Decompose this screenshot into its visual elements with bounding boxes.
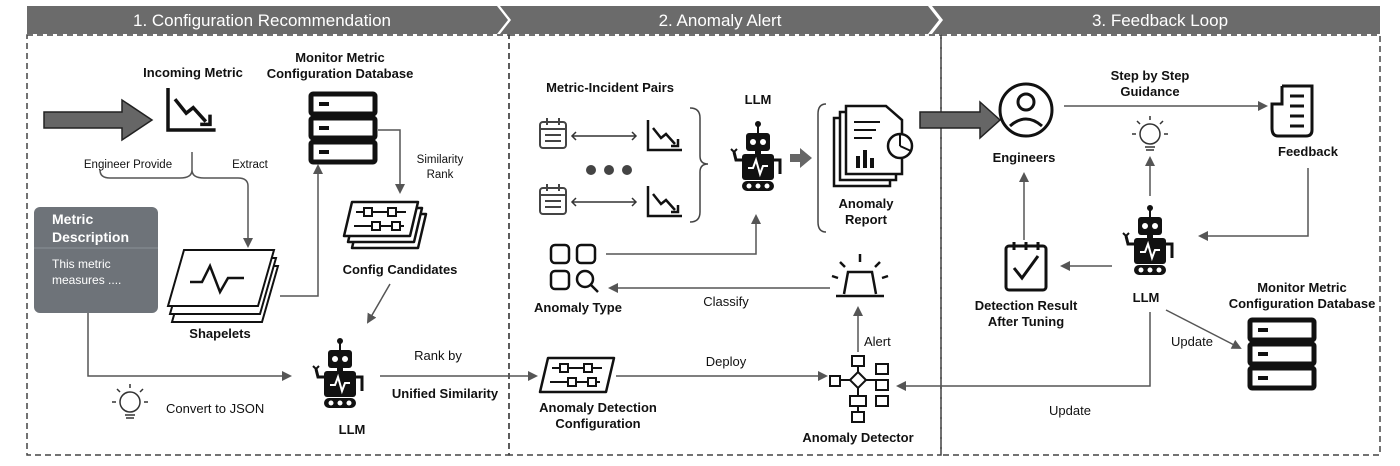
engineer-provide-label: Engineer Provide: [84, 159, 172, 171]
result-line2: After Tuning: [988, 314, 1064, 329]
update-label-1: Update: [1171, 334, 1213, 349]
similarity-rank-arrow: [378, 129, 405, 194]
stage1-content: Incoming Metric Monitor Metric Configura…: [34, 50, 538, 437]
result-line1: Detection Result: [975, 298, 1078, 313]
llm-robot-icon: [311, 336, 364, 410]
similarity-label: Similarity: [417, 154, 464, 166]
detection-result-icon: [1004, 242, 1048, 292]
input-arrow: [43, 98, 154, 142]
llm2-robot-icon: [729, 119, 782, 193]
pairs-label: Metric-Incident Pairs: [546, 80, 674, 95]
llm3-robot-icon: [1121, 203, 1174, 277]
guidance-line2: Guidance: [1120, 84, 1179, 99]
calendar-icon-top: [539, 117, 567, 149]
llm2-label: LLM: [745, 92, 772, 107]
feedback-to-llm-arrow: [1198, 168, 1309, 241]
deploy-label: Deploy: [706, 354, 747, 369]
db1-label-line1: Monitor Metric: [295, 50, 385, 65]
config-candidates-label: Config Candidates: [343, 262, 458, 277]
stage-headers: 1. Configuration Recommendation 2. Anoma…: [27, 6, 1380, 34]
db1-label-line2: Configuration Database: [267, 66, 414, 81]
llm-to-report-arrow: [790, 148, 812, 168]
convert-json-label: Convert to JSON: [166, 401, 264, 416]
pair-arrows: [570, 131, 638, 207]
llm3-label: LLM: [1133, 290, 1160, 305]
shapelets-to-db-arrow: [280, 164, 323, 297]
config-label-line2: Configuration: [555, 416, 640, 431]
anomaly-type-label: Anomaly Type: [534, 300, 622, 315]
report-label-line1: Anomaly: [839, 196, 895, 211]
report-bracket: [817, 103, 827, 233]
stage2-content: Metric-Incident Pairs LLM: [534, 80, 914, 445]
incoming-metric-icon: [166, 86, 218, 132]
trend-icon-top: [646, 118, 684, 152]
extract-label: Extract: [232, 159, 269, 171]
update-db-arrow: [1165, 309, 1242, 349]
report-to-engineer-arrow: [919, 100, 1002, 140]
rank-by-label: Rank by: [414, 348, 462, 363]
siren-icon: [831, 254, 889, 298]
split-brace: [99, 169, 249, 187]
detection-config-icon: [538, 356, 616, 394]
incoming-metric-label: Incoming Metric: [143, 65, 243, 80]
anomaly-type-icon: [549, 243, 599, 293]
shapelets-label: Shapelets: [189, 326, 250, 341]
guidance-line1: Step by Step: [1111, 68, 1190, 83]
engineer-icon: [998, 82, 1054, 138]
guidance-bulb-icon: [1131, 115, 1169, 151]
stage-frames: [26, 34, 1381, 456]
db2-label-line2: Configuration Database: [1229, 296, 1376, 311]
desc-title-line2: Description: [52, 229, 129, 245]
stage3-header: [932, 6, 1380, 34]
database2-icon: [1250, 320, 1314, 388]
update-detector-arrow: [896, 312, 1151, 391]
desc-body-line1: This metric: [52, 257, 111, 271]
ellipsis-dots: [586, 165, 632, 175]
stage2-title: 2. Anomaly Alert: [659, 11, 782, 30]
stage3-title: 3. Feedback Loop: [1092, 11, 1228, 30]
stage2-frame: [508, 34, 942, 456]
anomaly-report-icon: [832, 104, 914, 188]
feedback-label: Feedback: [1278, 144, 1339, 159]
bulb-icon: [111, 383, 149, 419]
desc-body-line2: measures ....: [52, 273, 121, 287]
unified-similarity-label: Unified Similarity: [392, 386, 499, 401]
shapelets-icon: [166, 249, 280, 323]
pairs-brace: [689, 107, 709, 223]
metric-description-card: Metric Description This metric measures …: [34, 207, 158, 313]
llm1-label: LLM: [339, 422, 366, 437]
db2-label-line1: Monitor Metric: [1257, 280, 1347, 295]
candidates-to-llm-arrow: [366, 283, 391, 324]
config-candidates-icon: [342, 200, 428, 250]
database-icon: [311, 94, 375, 162]
report-label-line2: Report: [845, 212, 888, 227]
stage3-content: Engineers Step by Step Guidance Feedback…: [896, 68, 1376, 418]
anomaly-detector-icon: [829, 355, 889, 423]
stage1-header: [27, 6, 508, 34]
anomaly-detector-label: Anomaly Detector: [802, 430, 913, 445]
engineers-label: Engineers: [993, 150, 1056, 165]
rank-label: Rank: [427, 169, 454, 181]
desc-title-line1: Metric: [52, 211, 93, 227]
update-label-2: Update: [1049, 403, 1091, 418]
classify-label: Classify: [703, 294, 749, 309]
calendar-icon-bottom: [539, 183, 567, 215]
desc-to-llm-arrow: [87, 313, 292, 381]
alert-label: Alert: [864, 334, 891, 349]
stage2-header: [500, 6, 939, 34]
trend-icon-bottom: [646, 184, 684, 218]
type-to-llm-arrow: [606, 214, 761, 255]
stage1-title: 1. Configuration Recommendation: [133, 11, 391, 30]
feedback-icon: [1270, 84, 1314, 138]
config-label-line1: Anomaly Detection: [539, 400, 657, 415]
